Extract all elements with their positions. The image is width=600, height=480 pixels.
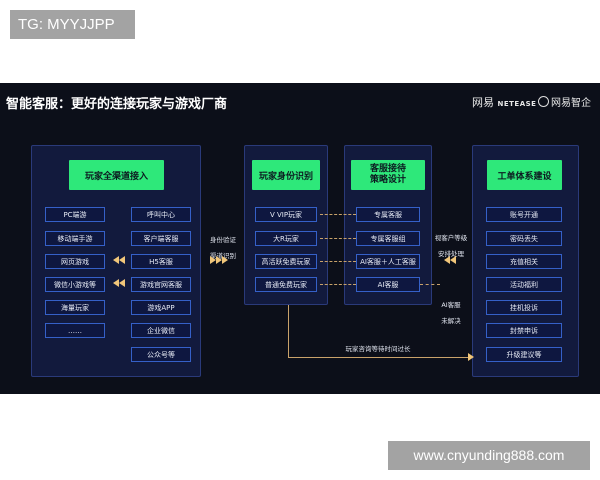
netease-logo: 网易 NETEASE [472, 94, 536, 110]
zhiqi-logo-text: 网易智企 [551, 98, 591, 109]
strategy-item: AI客服 [356, 277, 420, 292]
arrow-left-icon [119, 256, 125, 264]
identity-item: V VIP玩家 [255, 207, 317, 222]
connector-line [320, 284, 356, 285]
netease-logo-cn: 网易 [472, 96, 494, 109]
arrow-right-icon [216, 256, 222, 264]
arrow-left-icon [113, 256, 119, 264]
channel-item: 网页游戏 [45, 254, 105, 269]
channel-item: 企业微信 [131, 323, 191, 338]
strategy-item: 专属客服 [356, 207, 420, 222]
arrow-right-icon [210, 256, 216, 264]
strategy-header-line1: 客服接待 [369, 163, 406, 174]
zhiqi-logo: 网易智企 [538, 94, 591, 109]
identity-item: 普通免费玩家 [255, 277, 317, 292]
channel-item: 海量玩家 [45, 300, 105, 315]
arrow-left-icon [450, 256, 456, 264]
connector-line [320, 238, 356, 239]
ticket-item: 密码丢失 [486, 231, 562, 246]
diagram-title: 智能客服：更好的连接玩家与游戏厂商 [6, 97, 228, 112]
tickets-header: 工单体系建设 [487, 160, 562, 190]
ticket-item: 封禁申诉 [486, 323, 562, 338]
channel-item: 游戏APP [131, 300, 191, 315]
wait-line-horizontal [288, 357, 470, 358]
channel-item: 客户端客服 [131, 231, 191, 246]
channel-item: H5客服 [131, 254, 191, 269]
channel-item: 呼叫中心 [131, 207, 191, 222]
connector-line [420, 284, 440, 285]
level-note: 视客户等级 安排处理 [430, 226, 472, 267]
ticket-item: 挂机投诉 [486, 300, 562, 315]
channel-item: PC端游 [45, 207, 105, 222]
ai-note-line1: AI客服 [441, 301, 461, 310]
strategy-header-line2: 策略设计 [369, 175, 406, 185]
watermark-site: www.cnyunding888.com [388, 441, 590, 470]
arrow-left-icon [119, 279, 125, 287]
ticket-item: 账号开通 [486, 207, 562, 222]
identity-header: 玩家身份识别 [252, 160, 320, 190]
channel-item: …… [45, 323, 105, 338]
ticket-item: 升级建议等 [486, 347, 562, 362]
strategy-item: AI客服＋人工客服 [356, 254, 420, 269]
channel-item: 游戏官网客服 [131, 277, 191, 292]
channel-item: 移动端手游 [45, 231, 105, 246]
wait-line-vertical [288, 305, 289, 358]
level-note-line2: 安排处理 [438, 250, 464, 259]
watermark-tag: TG: MYYJJPP [10, 10, 135, 39]
ai-unresolved-note: AI客服 未解决 [432, 293, 470, 334]
ticket-item: 充值相关 [486, 254, 562, 269]
identity-item: 大R玩家 [255, 231, 317, 246]
level-note-line1: 视客户等级 [434, 234, 468, 243]
arrow-left-icon [113, 279, 119, 287]
channels-header: 玩家全渠道接入 [69, 160, 164, 190]
netease-logo-en: NETEASE [497, 100, 537, 108]
arrow-right-icon [222, 256, 228, 264]
ticket-item: 活动福利 [486, 277, 562, 292]
arrow-right-icon [468, 353, 474, 361]
verify-note-line1: 身份验证 [210, 236, 236, 245]
channel-item: 微信小游戏等 [45, 277, 105, 292]
wait-note: 玩家咨询等待时间过长 [345, 345, 411, 353]
zhiqi-logo-icon [538, 96, 549, 107]
arrow-left-icon [444, 256, 450, 264]
connector-line [320, 214, 356, 215]
identity-item: 高活跃免费玩家 [255, 254, 317, 269]
ai-note-line2: 未解决 [441, 317, 461, 326]
strategy-header: 客服接待 策略设计 [351, 160, 425, 190]
connector-line [320, 261, 356, 262]
channel-item: 公众号等 [131, 347, 191, 362]
strategy-item: 专属客服组 [356, 231, 420, 246]
